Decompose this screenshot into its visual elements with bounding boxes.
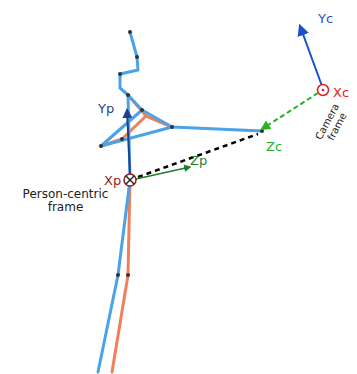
camera-ray [138, 134, 258, 177]
skeleton [98, 30, 264, 372]
axis-label: Zc [266, 140, 282, 154]
label-holder: Camera frame [312, 113, 352, 137]
yp-axis [127, 110, 130, 174]
axis-label: Xc [333, 86, 349, 100]
label-holder: Xc [333, 82, 349, 101]
xc-axis-symbol [318, 85, 329, 96]
zp-axis [136, 167, 190, 179]
label-holder: Xp [104, 170, 121, 189]
label-holder: Person-centric frame [18, 188, 113, 215]
axis-label: Xp [104, 174, 121, 188]
xp-axis-symbol [124, 174, 136, 186]
label-holder: Yc [318, 8, 333, 27]
label-holder: Zc [266, 136, 282, 155]
axis-label: Zp [190, 154, 207, 168]
label-holder: Zp [190, 150, 207, 169]
yc-axis [300, 26, 322, 86]
axis-label: Yp [98, 102, 114, 116]
label-holder: Yp [98, 98, 114, 117]
axis-label: Yc [318, 12, 333, 26]
frame-label: Person-centric frame [18, 188, 113, 214]
zc-axis [262, 93, 318, 129]
frame-label: Camera frame [313, 101, 351, 147]
